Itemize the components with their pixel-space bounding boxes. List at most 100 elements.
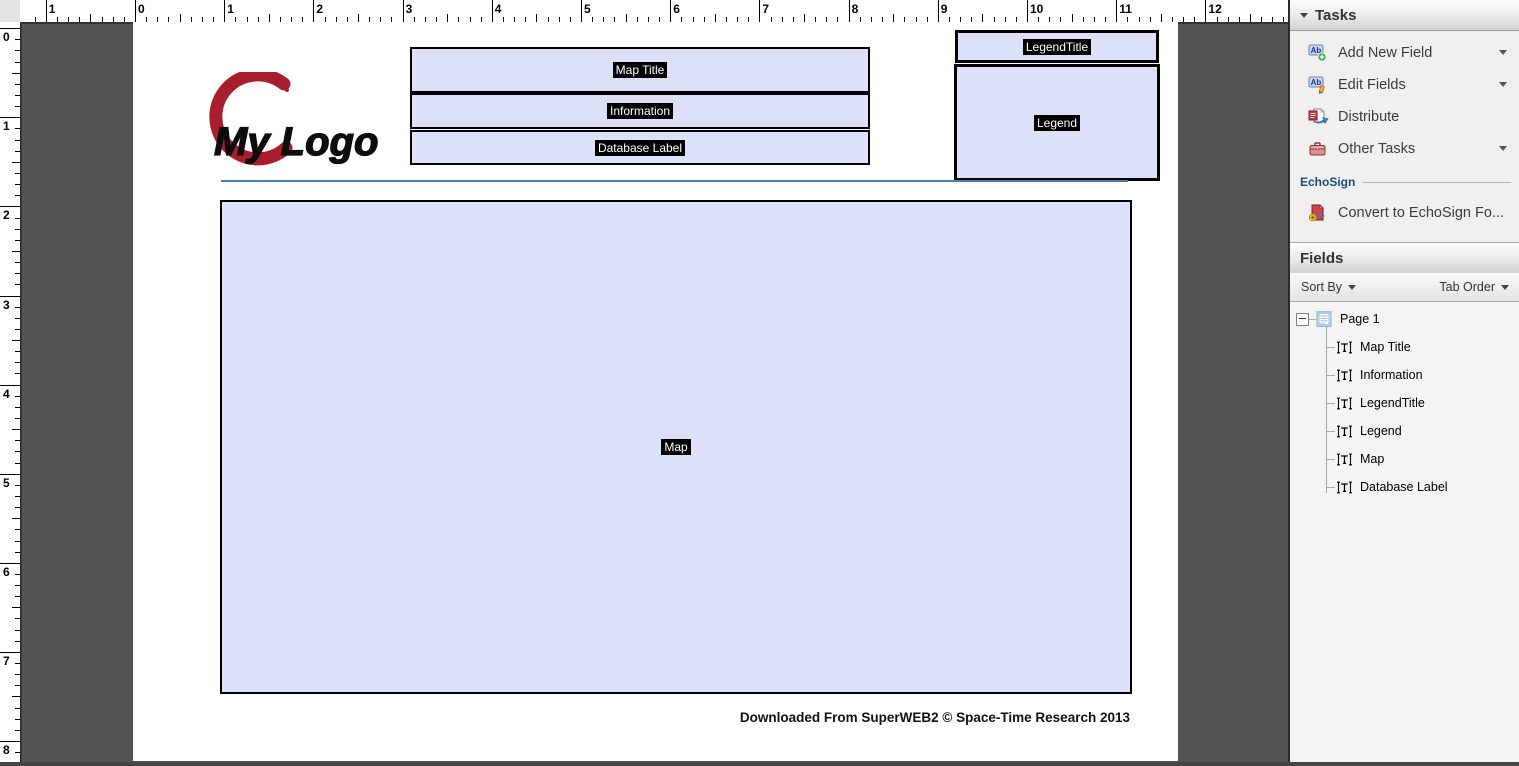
ruler-number: 5 xyxy=(3,475,10,490)
ruler-tick xyxy=(15,184,20,186)
field-tree-item[interactable]: Map xyxy=(1290,445,1519,473)
field-tree-item[interactable]: LegendTitle xyxy=(1290,389,1519,417)
ruler-tick xyxy=(15,618,20,620)
ruler-tick xyxy=(313,0,315,22)
legend-field[interactable]: Legend xyxy=(954,64,1160,181)
ruler-tick xyxy=(15,629,20,631)
ruler-tick xyxy=(569,17,571,22)
field-tree-item-label: LegendTitle xyxy=(1360,396,1425,410)
fields-panel-header: Fields xyxy=(1290,242,1519,274)
tree-connector-line xyxy=(1326,319,1327,493)
echosign-section-label: EchoSign xyxy=(1300,175,1356,189)
collapse-triangle-icon xyxy=(1300,12,1308,22)
ruler-number: 1 xyxy=(227,2,234,16)
distribute-button[interactable]: Distribute xyxy=(1290,102,1519,132)
ruler-tick xyxy=(681,17,683,22)
ruler-tick xyxy=(714,14,716,22)
ruler-tick xyxy=(224,0,226,22)
add-new-field-button[interactable]: Ab Add New Field xyxy=(1290,38,1519,68)
text-field-icon xyxy=(1337,369,1352,381)
other-tasks-label: Other Tasks xyxy=(1338,141,1416,157)
ruler-tick xyxy=(1261,17,1263,22)
ruler-tick xyxy=(547,17,549,22)
ruler-tick xyxy=(15,95,20,97)
field-tree-item[interactable]: Map Title xyxy=(1290,333,1519,361)
ruler-tick xyxy=(15,495,20,497)
logo-text: My Logo xyxy=(214,120,378,164)
sort-by-dropdown[interactable]: Sort By xyxy=(1301,280,1356,294)
tab-order-dropdown[interactable]: Tab Order xyxy=(1439,280,1509,294)
ruler-tick xyxy=(15,585,20,587)
convert-to-echosign-button[interactable]: Convert to EchoSign Fo... xyxy=(1290,198,1519,228)
ruler-tick xyxy=(581,0,582,22)
ruler-number: 8 xyxy=(3,743,10,757)
ruler-tick xyxy=(135,0,136,22)
field-tree-item[interactable]: Legend xyxy=(1290,417,1519,445)
map-title-field-label: Map Title xyxy=(612,62,668,78)
ruler-tick xyxy=(15,328,20,330)
tasks-panel-header[interactable]: Tasks xyxy=(1290,0,1519,31)
ruler-number: 3 xyxy=(3,297,10,312)
ruler-tick xyxy=(123,17,125,22)
ruler-tick xyxy=(15,50,20,52)
other-tasks-dropdown-icon[interactable] xyxy=(1499,146,1507,155)
distribute-label: Distribute xyxy=(1338,109,1400,125)
ruler-tick xyxy=(993,17,995,22)
tasks-panel-title: Tasks xyxy=(1315,6,1357,24)
ruler-tick xyxy=(358,14,359,22)
ruler-tick xyxy=(971,17,973,22)
ruler-tick xyxy=(781,17,783,22)
database-label-field[interactable]: Database Label xyxy=(410,130,870,165)
field-tree-item[interactable]: Database Label xyxy=(1290,473,1519,501)
tree-connector xyxy=(1326,347,1335,348)
ruler-tick xyxy=(0,562,20,564)
tree-item-page1-label: Page 1 xyxy=(1340,312,1380,326)
ruler-tick xyxy=(15,551,20,553)
ruler-tick xyxy=(201,17,203,22)
ruler-tick xyxy=(926,17,928,22)
ruler-tick xyxy=(424,17,426,22)
ruler-tick xyxy=(1049,17,1051,22)
sort-by-label: Sort By xyxy=(1301,280,1342,294)
ruler-number: 2 xyxy=(316,2,324,16)
ruler-tick xyxy=(1082,17,1084,22)
ruler-tick xyxy=(179,14,181,22)
ruler-tick xyxy=(848,0,850,22)
ruler-tick xyxy=(948,17,950,22)
ruler-tick xyxy=(12,696,20,698)
edit-fields-dropdown-icon[interactable] xyxy=(1499,82,1507,91)
ruler-tick xyxy=(937,0,939,22)
ruler-tick xyxy=(34,17,36,22)
tree-item-page1[interactable]: Page 1 xyxy=(1290,305,1519,333)
ruler-tick xyxy=(1238,17,1240,22)
ruler-tick xyxy=(647,17,649,22)
legend-title-field[interactable]: LegendTitle xyxy=(955,30,1159,63)
information-field[interactable]: Information xyxy=(410,93,870,129)
echosign-section-rule xyxy=(1363,181,1511,183)
field-tree-item[interactable]: Information xyxy=(1290,361,1519,389)
ruler-tick xyxy=(15,217,20,219)
map-title-field[interactable]: Map Title xyxy=(410,47,870,93)
ruler-tick xyxy=(15,373,20,375)
edit-fields-button[interactable]: Ab Edit Fields xyxy=(1290,70,1519,100)
ruler-tick xyxy=(792,17,794,22)
ruler-tick xyxy=(1272,17,1274,22)
ruler-tick xyxy=(982,14,984,22)
add-new-field-label: Add New Field xyxy=(1338,45,1433,61)
ruler-tick xyxy=(12,340,20,342)
other-tasks-button[interactable]: Other Tasks xyxy=(1290,134,1519,164)
collapse-expander-icon[interactable] xyxy=(1296,312,1309,326)
ruler-tick xyxy=(1093,17,1095,22)
ruler-tick xyxy=(447,14,449,22)
ruler-tick xyxy=(15,239,20,241)
ruler-tick xyxy=(536,14,538,22)
map-field[interactable]: Map xyxy=(220,200,1132,694)
ruler-tick xyxy=(0,651,20,653)
ruler-number: 4 xyxy=(3,386,10,401)
add-new-field-dropdown-icon[interactable] xyxy=(1499,50,1507,59)
echosign-section: EchoSign xyxy=(1300,174,1511,190)
ruler-tick xyxy=(15,395,20,397)
tree-connector xyxy=(1326,403,1335,404)
ruler-tick xyxy=(112,17,114,22)
